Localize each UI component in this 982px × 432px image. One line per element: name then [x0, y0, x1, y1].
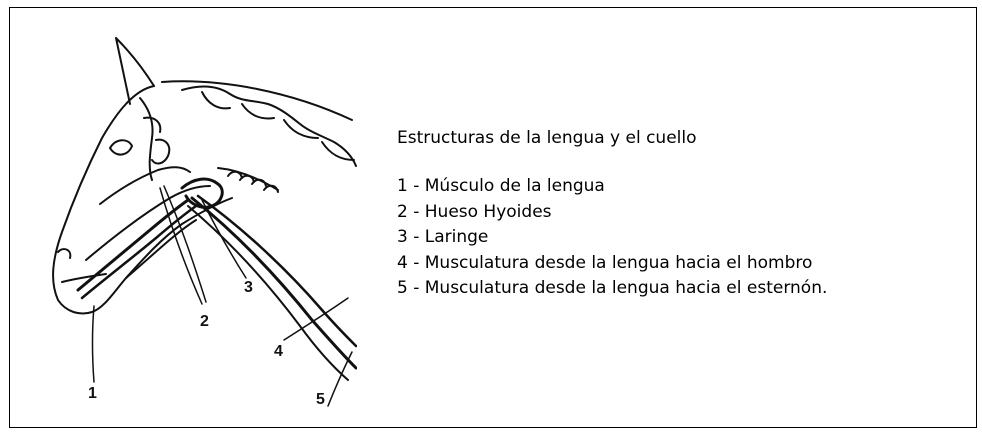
leader-line-3: [201, 199, 247, 279]
legend-list: 1 - Músculo de la lengua 2 - Hueso Hyoid…: [397, 174, 827, 300]
tongue-muscle: [76, 198, 190, 292]
trachea: [217, 167, 279, 193]
label-3: 3: [244, 279, 253, 296]
vertebra-detail-2: [241, 103, 275, 120]
legend-item-1: 1 - Músculo de la lengua: [397, 176, 605, 196]
legend-item-5: 5 - Musculatura desde la lengua hacia el…: [397, 278, 828, 299]
figure-frame: 1 2 3 4 5 Estructuras de la lengua y el …: [9, 7, 977, 428]
legend-item-3: 3 - Laringe: [397, 227, 489, 248]
vertebra-detail-4: [321, 141, 355, 161]
leader-line-2b: [163, 185, 207, 303]
leader-line-2a: [159, 187, 203, 305]
skull-bones: [139, 97, 171, 181]
horse-head-drawing: 1 2 3 4 5: [52, 37, 357, 408]
legend-item-4: 4 - Musculatura desde la lengua hacia el…: [397, 252, 813, 273]
legend-title: Estructuras de la lengua y el cuello: [397, 128, 697, 148]
ear-outline: [115, 37, 155, 105]
mouth-line: [61, 273, 107, 283]
cervical-vertebrae: [181, 85, 357, 167]
label-1: 1: [88, 385, 97, 402]
leader-line-1: [91, 305, 95, 383]
label-5: 5: [316, 391, 325, 408]
leader-line-5: [327, 351, 353, 407]
head-outline: [52, 85, 233, 315]
nostril-outline: [57, 248, 72, 259]
label-2: 2: [200, 313, 209, 330]
label-4: 4: [274, 343, 283, 360]
tongue-muscle-2: [80, 204, 198, 300]
mandible-lower: [85, 185, 211, 261]
larynx: [180, 177, 224, 209]
jaw-bone: [99, 166, 191, 205]
muscle-to-shoulder: [190, 196, 357, 370]
vertebra-detail-3: [283, 119, 319, 139]
neck-top-outline: [161, 80, 353, 121]
muscle-to-shoulder-2: [187, 205, 349, 381]
leader-line-4: [283, 297, 349, 341]
legend-panel: Estructuras de la lengua y el cuello 1 -…: [397, 126, 827, 302]
eye-outline: [109, 139, 133, 156]
legend-item-2: 2 - Hueso Hyoides: [397, 201, 552, 222]
throat-outline: [125, 219, 197, 279]
horse-head-anatomy-illustration: 1 2 3 4 5: [22, 20, 357, 425]
muscle-to-sternum: [196, 194, 357, 348]
vertebra-detail-1: [201, 91, 231, 110]
